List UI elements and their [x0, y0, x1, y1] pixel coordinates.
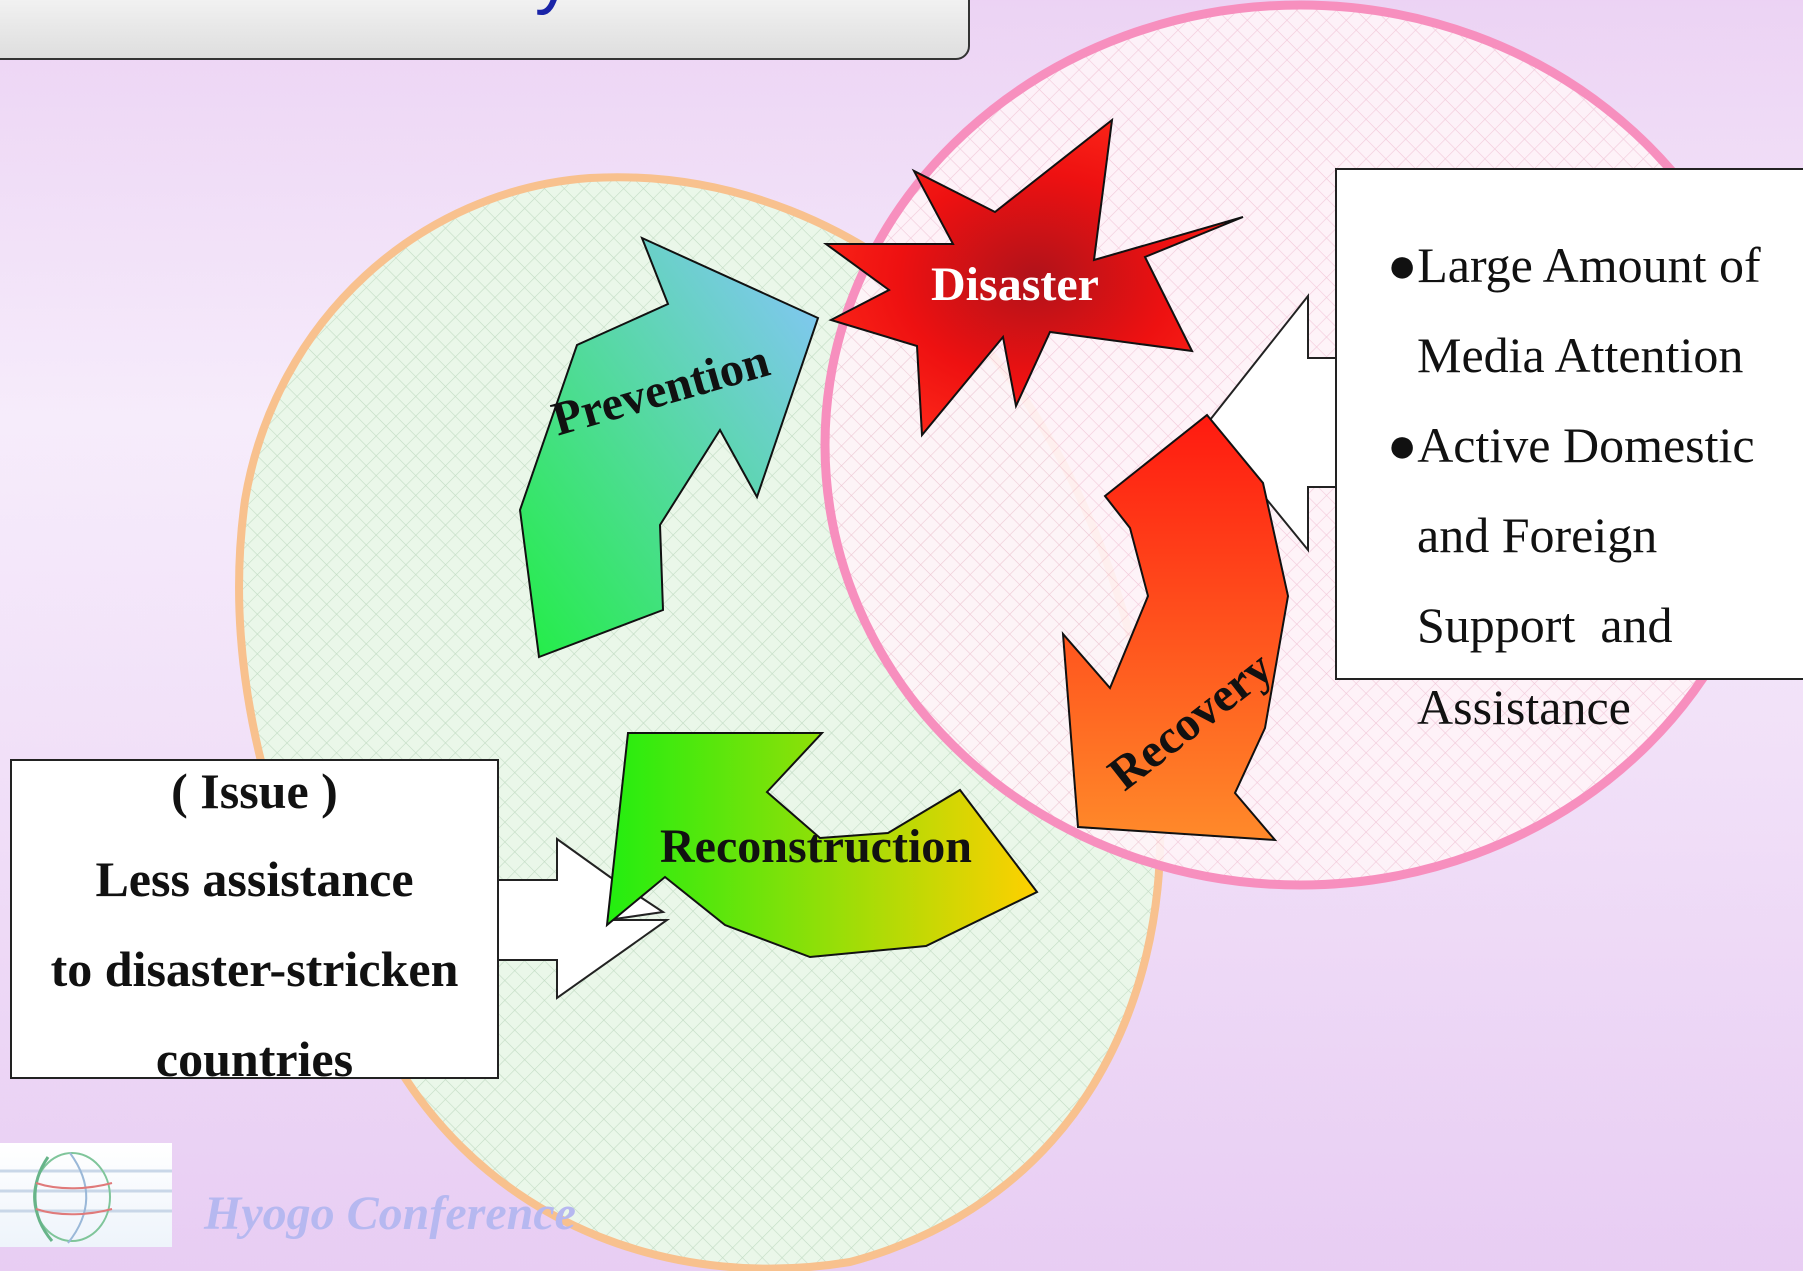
reconstruction-label: Reconstruction: [660, 820, 972, 873]
media-line-5: Support and: [1417, 597, 1673, 653]
recovery-arrow: [1061, 413, 1290, 842]
media-bullet-item-2: ●Active Domestic: [1337, 370, 1755, 520]
media-line-1: Large Amount of: [1417, 237, 1761, 293]
reconstruction-arrow: [605, 732, 1039, 959]
issue-line-3: countries: [155, 1031, 354, 1087]
media-line-2-row: Media Attention: [1337, 280, 1743, 430]
disaster-label: Disaster: [931, 258, 1099, 311]
issue-line-2: to disaster-stricken: [50, 941, 459, 997]
title-bar: Disaster Cycle: [0, 0, 970, 60]
media-line-4-row: and Foreign: [1337, 460, 1657, 610]
media-line-4: and Foreign: [1417, 507, 1658, 563]
media-line-5-row: Support and: [1337, 550, 1673, 700]
brand-text: Hyogo Conference: [204, 1187, 576, 1240]
hyogo-logo: [0, 1143, 172, 1247]
globe-icon: [0, 1152, 172, 1244]
media-line-6-row: Assistance: [1337, 632, 1631, 782]
media-line-3: Active Domestic: [1417, 417, 1755, 473]
media-attention-box: ●Large Amount of Media Attention ●Active…: [1335, 168, 1803, 732]
bullet-icon: ●: [1387, 237, 1418, 293]
prevention-arrow: [518, 236, 820, 659]
media-line-6: Assistance: [1417, 679, 1631, 735]
issue-line-1: Less assistance: [95, 851, 414, 907]
issue-heading: ( Issue ): [171, 763, 338, 819]
media-line-2: Media Attention: [1417, 327, 1744, 383]
media-bullet-item-1: ●Large Amount of: [1337, 190, 1761, 340]
issue-box: ( Issue ) Less assistance to disaster-st…: [10, 759, 499, 1084]
page-title: Disaster Cycle: [180, 0, 670, 12]
bullet-icon: ●: [1387, 417, 1418, 473]
disaster-star-icon: [822, 117, 1244, 438]
